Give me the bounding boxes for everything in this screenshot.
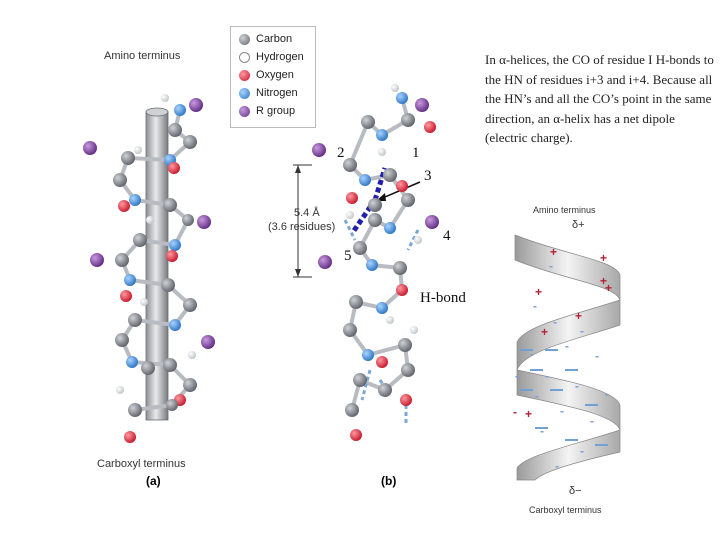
caption-a: (a) [146,474,161,488]
residue-number-2: 2 [337,145,345,162]
svg-text:-: - [513,405,517,419]
svg-text:-: - [535,389,539,403]
pitch-value-label: 5.4 Å [294,207,320,219]
helix-dipole-ribbon: +++ +++ ++- --- --- --- --- --- -- [505,230,635,485]
svg-text:-: - [540,424,544,438]
svg-text:-: - [580,444,584,458]
legend-item-oxygen: Oxygen [239,69,294,81]
svg-text:+: + [535,285,542,299]
legend-item-r-group: R group [239,105,295,117]
carboxyl-terminus-label-a: Carboxyl terminus [97,458,186,470]
svg-text:+: + [550,245,557,259]
amino-terminus-label-c: Amino terminus [533,205,596,215]
legend-item-nitrogen: Nitrogen [239,87,298,99]
svg-text:+: + [605,281,612,295]
legend-item-hydrogen: Hydrogen [239,51,304,63]
residue-number-3: 3 [424,168,432,185]
svg-text:+: + [600,251,607,265]
svg-text:-: - [575,379,579,393]
amino-terminus-label-a: Amino terminus [104,50,180,62]
carboxyl-terminus-label-c: Carboxyl terminus [529,505,602,515]
svg-text:-: - [590,414,594,428]
svg-text:-: - [605,387,609,401]
svg-text:-: - [545,369,549,383]
legend-item-carbon: Carbon [239,33,292,45]
svg-text:-: - [560,404,564,418]
helix-b-graphic [290,80,480,460]
residue-number-1: 1 [412,145,420,162]
svg-text:+: + [575,309,582,323]
pitch-residues-label: (3.6 residues) [268,221,335,233]
svg-text:-: - [553,315,557,329]
alpha-helix-note: In α-helices, the CO of residue I H-bond… [485,50,715,148]
svg-text:-: - [565,339,569,353]
svg-text:-: - [533,299,537,313]
svg-text:-: - [515,369,519,383]
svg-text:-: - [595,349,599,363]
svg-text:+: + [541,325,548,339]
svg-text:+: + [525,407,532,421]
residue-number-4: 4 [443,228,451,245]
svg-text:-: - [555,459,559,473]
residue-number-5: 5 [344,248,352,265]
svg-text:-: - [549,259,553,273]
helix-a-graphic [80,70,230,460]
delta-minus-label: δ− [569,485,582,497]
caption-b: (b) [381,474,396,488]
hbond-label: H-bond [420,290,466,307]
svg-text:-: - [580,324,584,338]
